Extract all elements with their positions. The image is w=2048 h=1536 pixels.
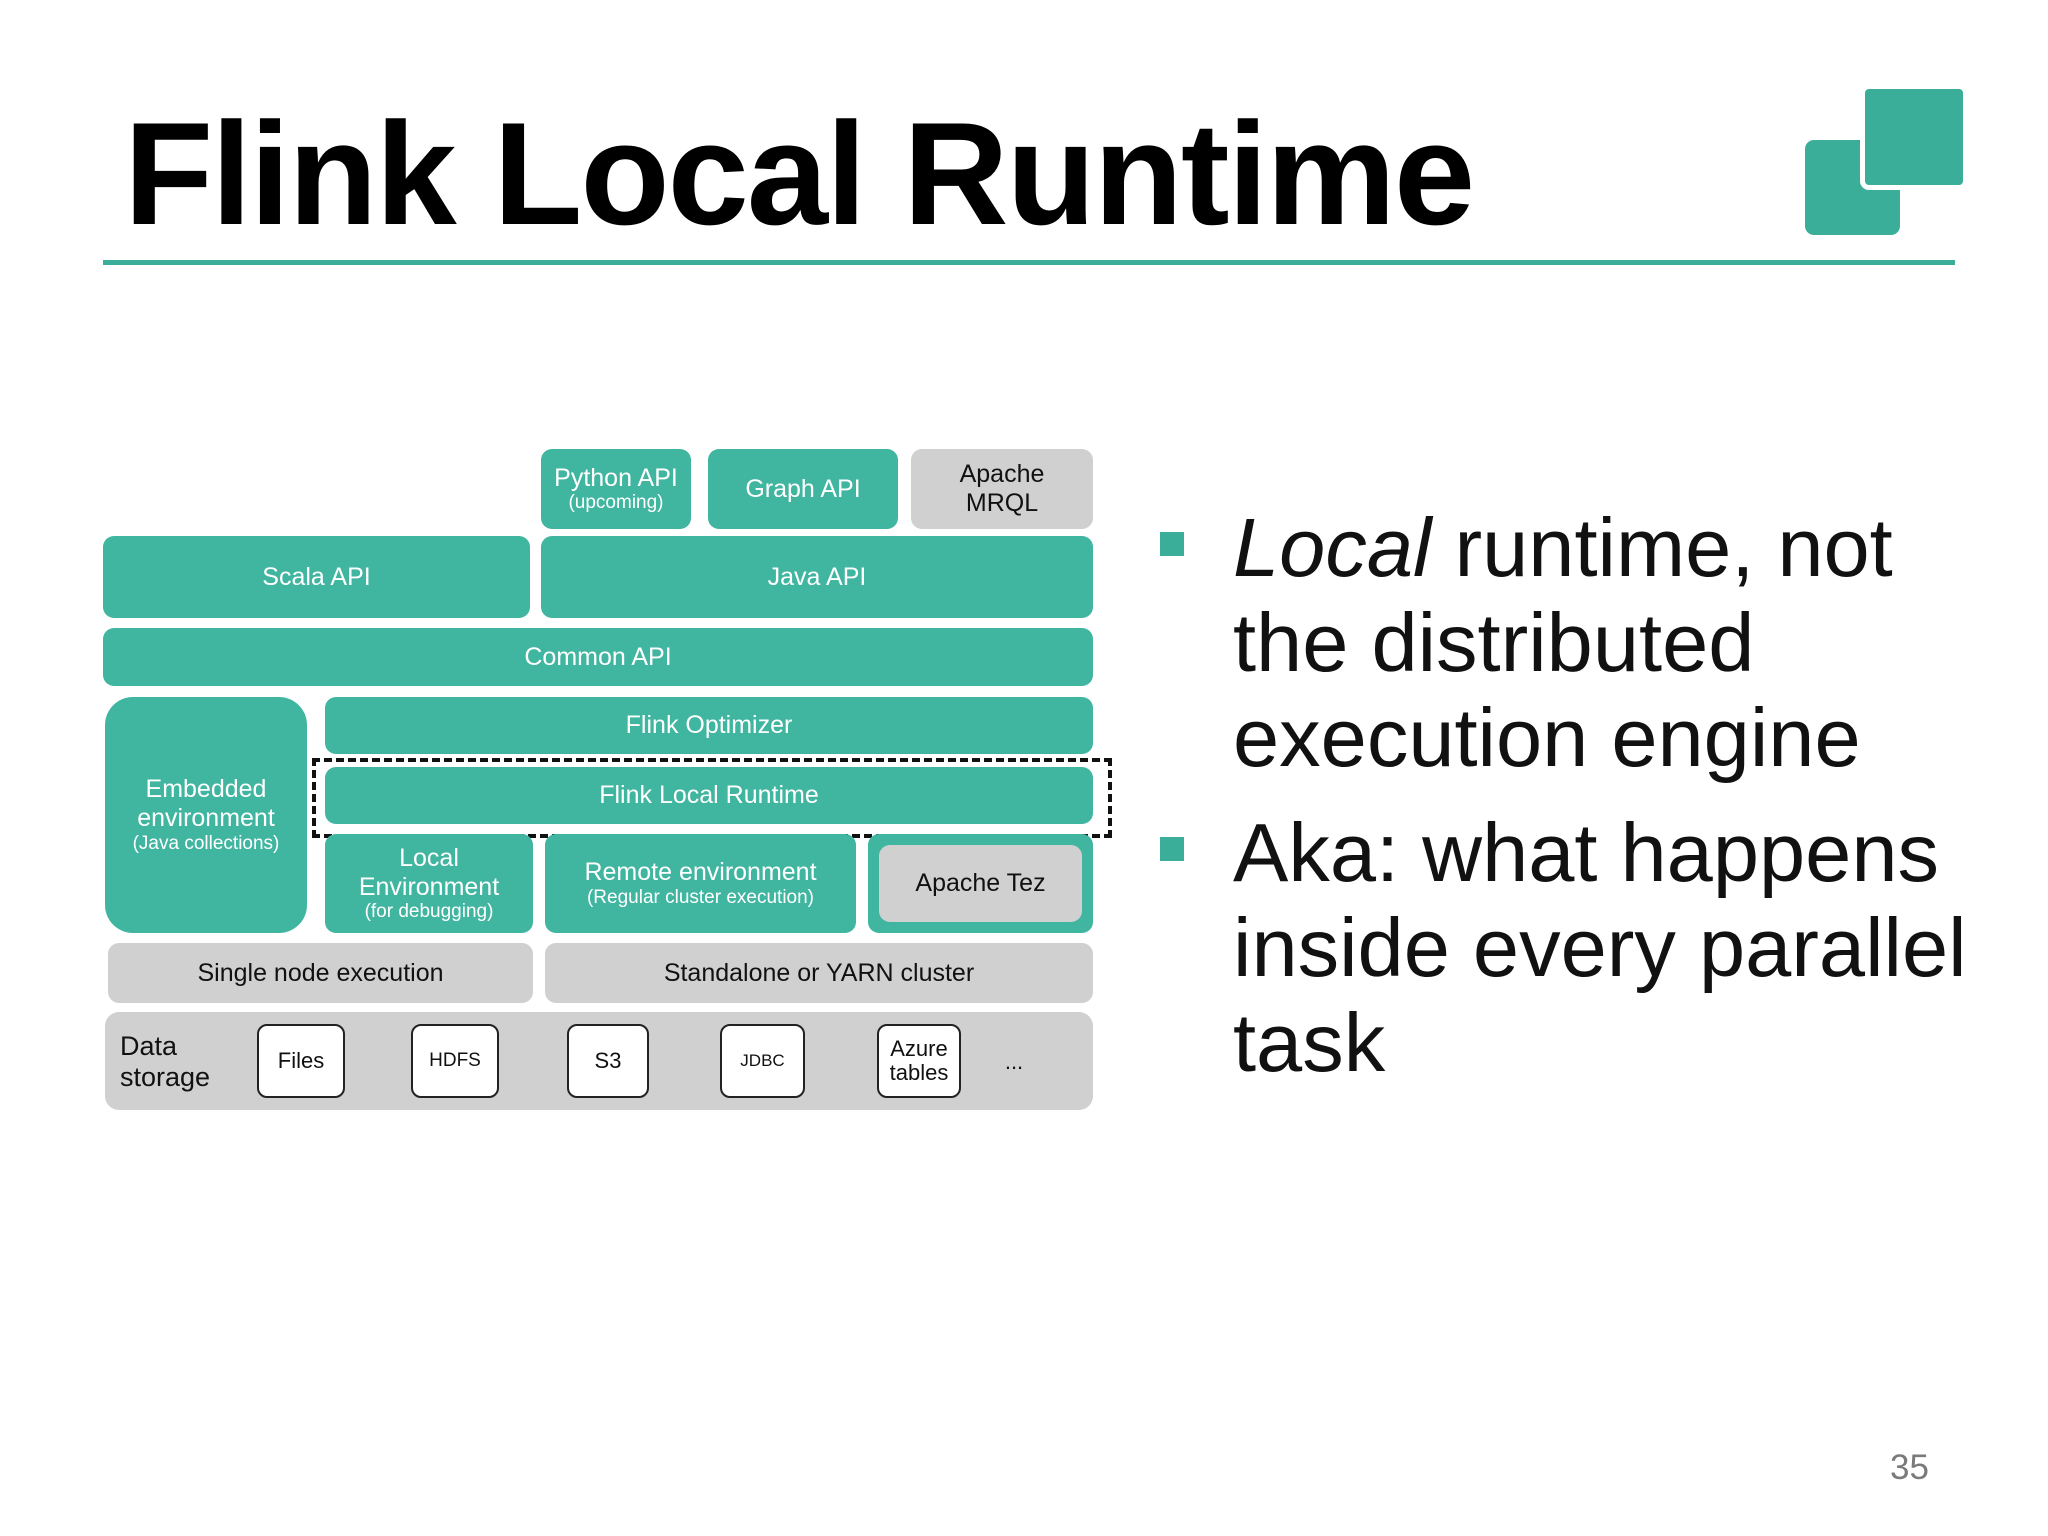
storage-azure-label: Azure tables — [889, 1035, 949, 1085]
bullet-square-icon — [1160, 532, 1184, 556]
single-node-execution-box: Single node execution — [108, 943, 533, 1003]
scala-api-box: Scala API — [103, 536, 530, 618]
storage-more-label: ... — [1004, 1049, 1024, 1075]
common-api-box: Common API — [103, 628, 1093, 686]
storage-azure-tables: Azure tables — [877, 1024, 961, 1098]
flink-local-runtime-box: Flink Local Runtime — [325, 767, 1093, 824]
apache-mrql-line2: MRQL — [965, 489, 1039, 517]
storage-s3-label: S3 — [594, 1047, 622, 1073]
storage-jdbc: JDBC — [720, 1024, 805, 1098]
single-node-label: Single node execution — [197, 958, 444, 987]
storage-more-ellipsis: ... — [990, 1040, 1038, 1084]
java-api-box: Java API — [541, 536, 1093, 618]
highlight-dashed-frame — [312, 758, 1112, 838]
java-api-label: Java API — [767, 562, 867, 591]
title-rule — [103, 260, 1955, 265]
python-api-label: Python API — [554, 463, 678, 492]
bullet-item-aka: Aka: what happens inside every parallel … — [1160, 805, 2020, 1090]
bullet-list: Local runtime, not the distributed execu… — [1160, 500, 2020, 1110]
data-storage-line1: Data — [120, 1030, 178, 1061]
embedded-line2: environment — [137, 804, 275, 833]
flink-optimizer-label: Flink Optimizer — [625, 711, 793, 740]
storage-jdbc-label: JDBC — [740, 1050, 785, 1070]
storage-s3: S3 — [567, 1024, 649, 1098]
flink-local-runtime-label: Flink Local Runtime — [599, 781, 819, 810]
graph-api-label: Graph API — [745, 474, 861, 503]
bullet-1-text: runtime, not the distributed execution e… — [1233, 501, 1893, 784]
data-storage-line2: storage — [120, 1062, 211, 1092]
python-api-sub: (upcoming) — [568, 492, 664, 514]
page-number: 35 — [1890, 1448, 1929, 1487]
storage-hdfs: HDFS — [411, 1024, 499, 1098]
local-environment-box: Local Environment (for debugging) — [325, 834, 533, 933]
standalone-label: Standalone or YARN cluster — [663, 958, 975, 987]
bullet-1-italic: Local — [1233, 501, 1432, 594]
graph-api-box: Graph API — [708, 449, 898, 529]
bullet-item-local-runtime: Local runtime, not the distributed execu… — [1160, 500, 2020, 785]
local-env-line1: Local — [399, 843, 459, 872]
bullet-square-icon — [1160, 837, 1184, 861]
logo-square-front-icon — [1860, 84, 1968, 190]
local-env-sub: (for debugging) — [364, 901, 494, 923]
python-api-box: Python API (upcoming) — [541, 449, 691, 529]
remote-environment-box: Remote environment (Regular cluster exec… — [545, 834, 856, 933]
remote-env-label: Remote environment — [584, 858, 817, 887]
local-env-line2: Environment — [358, 872, 500, 901]
flink-optimizer-box: Flink Optimizer — [325, 697, 1093, 754]
remote-env-sub: (Regular cluster execution) — [586, 886, 815, 908]
slide-title: Flink Local Runtime — [124, 92, 1475, 255]
apache-tez-box: Apache Tez — [879, 845, 1082, 922]
embedded-sub: (Java collections) — [132, 832, 280, 854]
apache-mrql-line1: Apache — [959, 460, 1045, 489]
embedded-environment-box: Embedded environment (Java collections) — [105, 697, 307, 933]
apache-mrql-box: Apache MRQL — [911, 449, 1093, 529]
scala-api-label: Scala API — [262, 562, 371, 591]
standalone-yarn-cluster-box: Standalone or YARN cluster — [545, 943, 1093, 1003]
bullet-2-text: Aka: what happens inside every parallel … — [1233, 806, 1967, 1089]
storage-hdfs-label: HDFS — [429, 1049, 481, 1071]
embedded-line1: Embedded — [145, 775, 267, 804]
data-storage-label: Data storage — [120, 1020, 230, 1104]
common-api-label: Common API — [524, 642, 672, 671]
apache-tez-label: Apache Tez — [915, 869, 1046, 898]
storage-files-label: Files — [277, 1047, 325, 1073]
storage-files: Files — [257, 1024, 345, 1098]
